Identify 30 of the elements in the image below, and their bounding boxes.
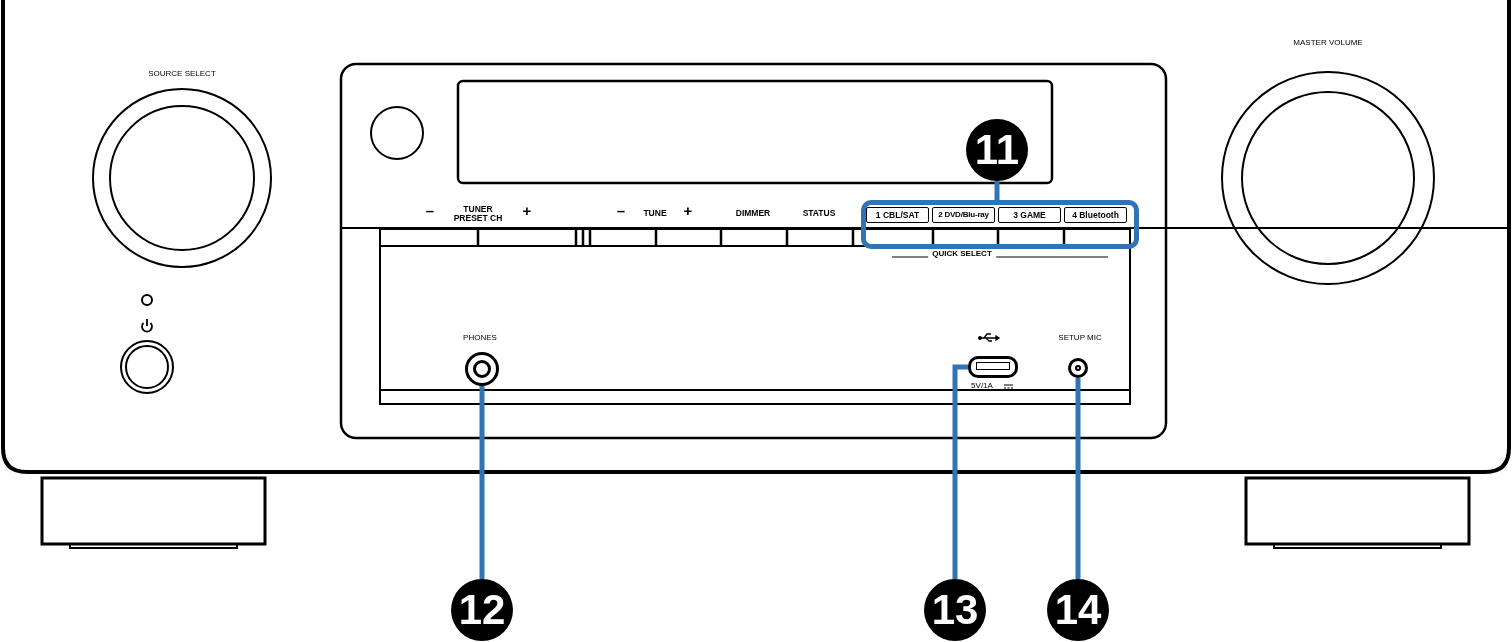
- quick-select-button: 2 DVD/Blu-ray: [932, 207, 995, 223]
- callout-number: 11: [966, 119, 1028, 181]
- jack-label: SETUP MIC: [1058, 334, 1102, 342]
- plus-sign: +: [683, 203, 693, 218]
- leader-line: [479, 386, 485, 579]
- button-group-highlight: [861, 200, 1139, 249]
- callout-number: 13: [924, 579, 986, 641]
- button-label: TUNE: [643, 209, 667, 218]
- port-rating: 5V/1A: [971, 382, 993, 390]
- plus-sign: +: [522, 203, 532, 218]
- leader-line: [1075, 378, 1081, 579]
- mic-jack: [1068, 358, 1088, 378]
- group-label: QUICK SELECT: [928, 250, 996, 258]
- jack-label: PHONES: [463, 334, 497, 342]
- usb-port: [968, 356, 1018, 378]
- callout-number: 12: [451, 579, 513, 641]
- button-label: TUNER PRESET CH: [453, 205, 503, 222]
- knob-label: SOURCE SELECT: [148, 70, 216, 78]
- quick-select-button: 3 GAME: [998, 207, 1061, 223]
- knob-label: MASTER VOLUME: [1293, 39, 1363, 47]
- button-label: DIMMER: [735, 209, 771, 218]
- quick-select-button: 4 Bluetooth: [1064, 207, 1127, 223]
- leader-line: [952, 364, 968, 579]
- minus-sign: –: [425, 203, 435, 218]
- quick-select-button: 1 CBL/SAT: [866, 207, 929, 223]
- headphone-jack: [465, 352, 499, 386]
- leader-line: [994, 181, 1000, 200]
- callout-number: 14: [1047, 579, 1109, 641]
- minus-sign: –: [616, 203, 626, 218]
- button-label: STATUS: [802, 209, 836, 218]
